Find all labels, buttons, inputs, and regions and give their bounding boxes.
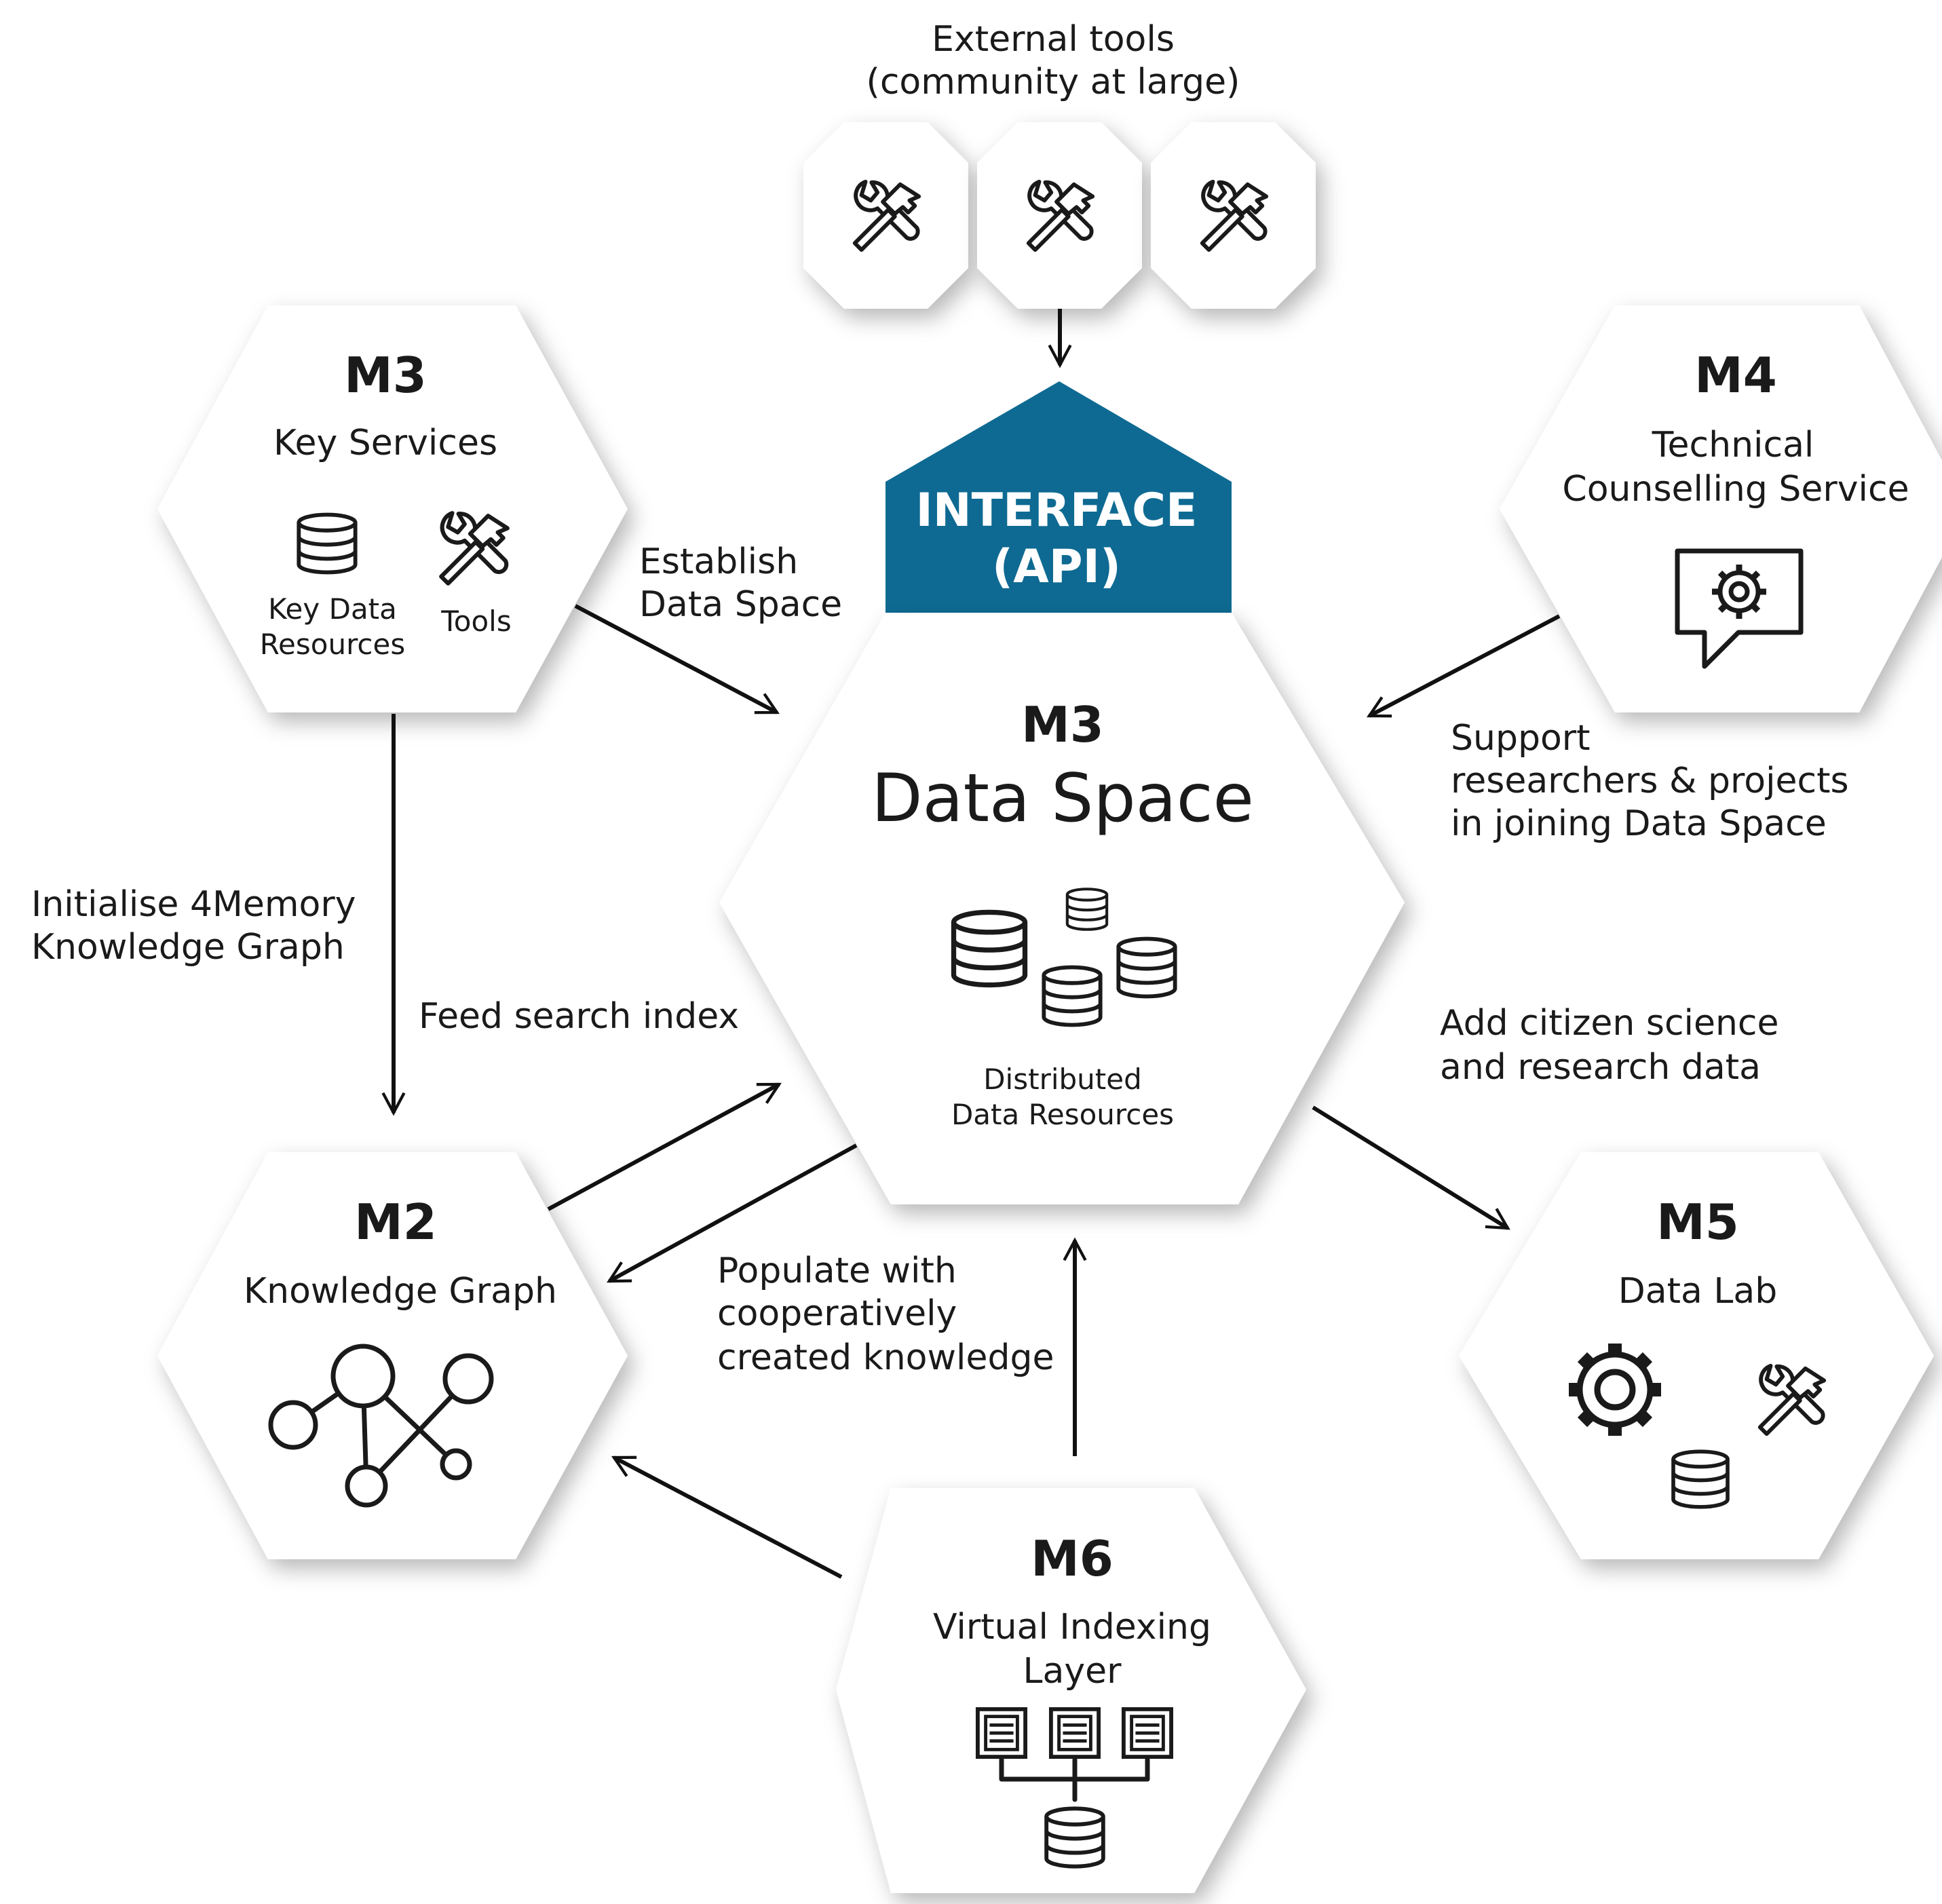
knowledge-graph-title: Knowledge Graph	[244, 1271, 557, 1312]
arrow-data-space-to-knowledge-graph	[607, 1143, 858, 1283]
database-icon	[1673, 1451, 1728, 1507]
knowledge-graph-icon	[268, 1344, 494, 1508]
document-icon	[978, 1709, 1025, 1757]
database-icon	[1067, 889, 1107, 930]
interface-api-label: (API)	[992, 540, 1121, 594]
database-icon	[299, 515, 355, 573]
external-tool-hex-1	[803, 122, 968, 309]
establish-label-line-1: Establish	[639, 541, 798, 582]
indexing-title-line-1: Virtual Indexing	[933, 1607, 1211, 1648]
key-services-title: Key Services	[273, 423, 497, 463]
arrow-key-services-to-data-space	[574, 604, 780, 715]
database-icon	[1044, 968, 1100, 1025]
external-tool-hex-3	[1151, 122, 1316, 309]
index-documents-icon	[978, 1709, 1171, 1867]
database-icon	[1118, 939, 1175, 997]
initialise-label-line-2: Knowledge Graph	[31, 927, 345, 968]
document-icon	[1051, 1709, 1099, 1757]
data-space-caption-1: Distributed	[983, 1063, 1142, 1096]
database-icon	[1046, 1808, 1103, 1866]
technical-counselling-hex: M4 Technical Counselling Service	[1500, 305, 1942, 712]
key-services-hex: M3 Key Services Key Data Resources Tools	[157, 305, 628, 712]
technical-title-line-2: Counselling Service	[1562, 469, 1909, 510]
support-label-line-2: researchers & projects	[1451, 761, 1849, 801]
establish-label-line-2: Data Space	[639, 584, 842, 625]
feed-search-index-label: Feed search index	[419, 996, 739, 1037]
add-data-label-line-2: and research data	[1440, 1047, 1761, 1088]
data-lab-module: M5	[1656, 1194, 1739, 1251]
arrow-data-space-to-data-lab	[1312, 1105, 1510, 1230]
populate-label-line-3: created knowledge	[717, 1337, 1054, 1378]
data-space-module: M3	[1021, 696, 1104, 753]
indexing-title-line-2: Layer	[1023, 1651, 1122, 1692]
key-data-resources-line-2: Resources	[260, 628, 406, 661]
key-data-resources-line-1: Key Data	[268, 592, 397, 626]
data-lab-hex: M5 Data Lab	[1459, 1152, 1934, 1559]
gear-icon	[1569, 1344, 1661, 1436]
populate-label-line-2: cooperatively	[717, 1293, 957, 1334]
virtual-indexing-hex: M6 Virtual Indexing Layer	[836, 1488, 1306, 1893]
initialise-label-line-1: Initialise 4Memory	[31, 884, 356, 925]
chat-gear-icon	[1675, 548, 1804, 669]
knowledge-graph-module: M2	[354, 1194, 437, 1251]
data-space-title: Data Space	[871, 760, 1254, 837]
arrow-knowledge-graph-to-data-space	[547, 1082, 782, 1211]
populate-label-line-1: Populate with	[717, 1251, 957, 1291]
add-data-label-line-1: Add citizen science	[1440, 1003, 1779, 1044]
arrow-technical-to-data-space	[1366, 614, 1561, 718]
technical-module: M4	[1694, 347, 1777, 404]
external-tool-hex-2	[977, 122, 1142, 309]
arrow-indexing-to-knowledge-graph	[611, 1455, 843, 1579]
database-icon	[954, 912, 1025, 985]
data-space-caption-2: Data Resources	[951, 1098, 1174, 1131]
support-label-line-3: in joining Data Space	[1451, 803, 1827, 844]
document-icon	[1124, 1709, 1171, 1757]
external-tools-title: External tools	[932, 19, 1175, 60]
technical-title-line-1: Technical	[1652, 425, 1814, 465]
indexing-module: M6	[1031, 1530, 1113, 1587]
data-space-hex: M3 Data Space Distributed Data Resources	[719, 613, 1405, 1204]
key-services-module: M3	[344, 347, 427, 404]
support-label-line-1: Support	[1451, 718, 1591, 759]
data-lab-title: Data Lab	[1618, 1271, 1778, 1312]
external-tools-subtitle: (community at large)	[867, 62, 1240, 102]
interface-label: INTERFACE	[915, 484, 1197, 537]
knowledge-graph-hex: M2 Knowledge Graph	[157, 1152, 628, 1559]
interface-api-block	[886, 381, 1232, 613]
tools-label: Tools	[440, 605, 511, 638]
